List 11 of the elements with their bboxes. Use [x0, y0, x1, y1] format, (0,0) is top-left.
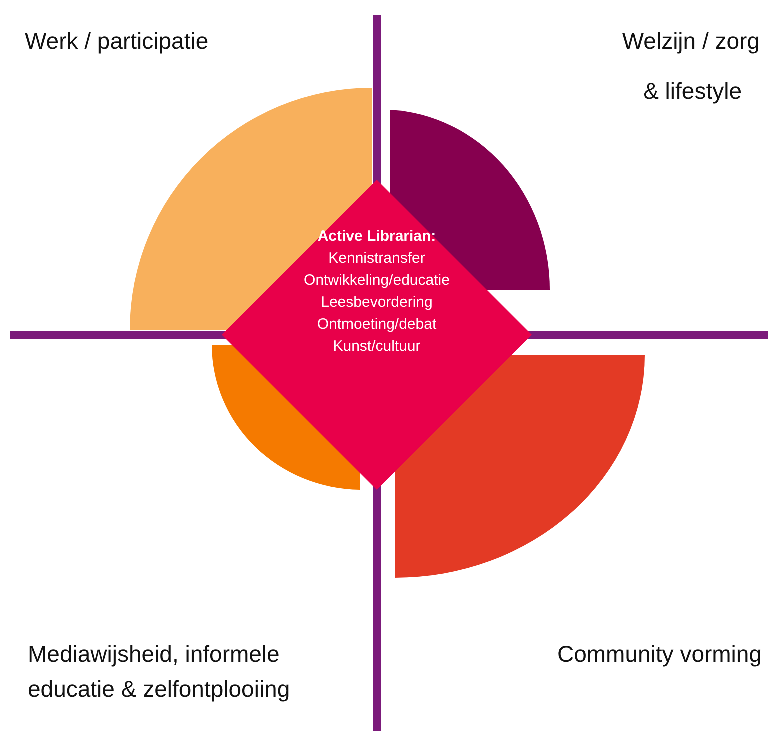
diamond-text: Ontwikkeling/educatie — [304, 271, 450, 291]
diamond-text: Ontmoeting/debat — [317, 315, 437, 335]
quadrant-label: Werk / participatie — [25, 27, 209, 56]
diamond-heading: Active Librarian: — [316, 227, 438, 247]
diamond-text: Leesbevordering — [321, 293, 433, 313]
quadrant-label: Community vorming — [558, 640, 762, 669]
diamond-text: Kennistransfer — [328, 249, 426, 269]
quadrant-label: Welzijn / zorg — [622, 27, 760, 56]
quadrant-label: & lifestyle — [644, 77, 742, 106]
quadrant-label: Mediawijsheid, informele educatie & zelfontplooiing — [28, 640, 292, 704]
diamond-text: Kunst/cultuur — [333, 337, 421, 357]
